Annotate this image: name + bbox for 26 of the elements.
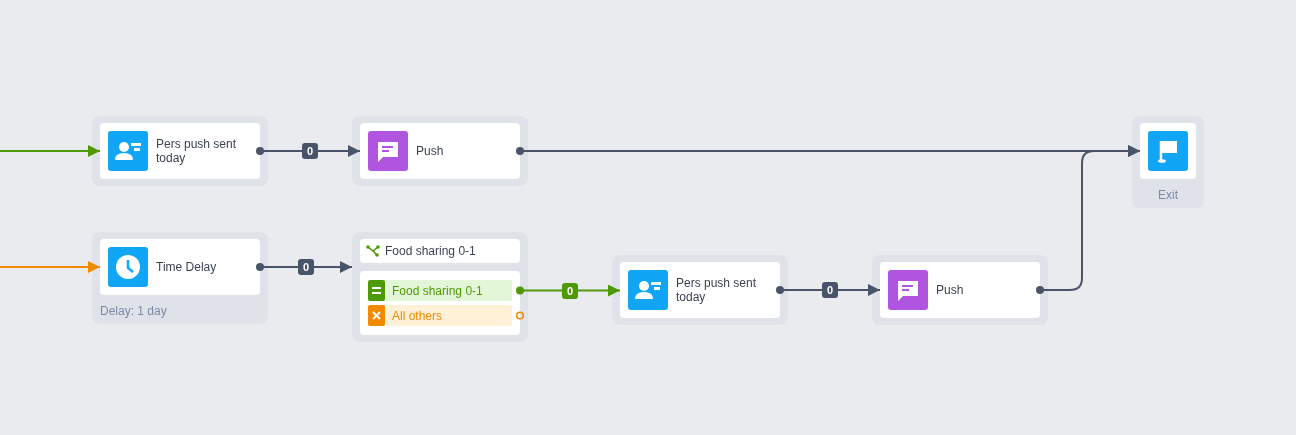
step-node — [100, 123, 260, 179]
node-label: All others — [392, 309, 443, 323]
step-node — [620, 262, 780, 318]
node-label: Time Delay — [156, 260, 218, 274]
step-node — [880, 262, 1040, 318]
node-caption: Exit — [1157, 188, 1179, 202]
node-label: Pers push sent today — [676, 276, 758, 304]
node-label: Food sharing 0-1 — [385, 244, 476, 258]
node-label: Push — [416, 144, 445, 158]
node-label: Food sharing 0-1 — [392, 284, 483, 298]
node-label: Pers push sent today — [156, 137, 238, 165]
branch-row — [368, 280, 512, 301]
step-node — [360, 123, 520, 179]
node-caption: Delay: 1 day — [100, 304, 167, 318]
node-label: Push — [936, 283, 965, 297]
edge-label: 0 — [298, 259, 314, 275]
fallback-row — [368, 305, 512, 326]
arrow — [0, 145, 101, 157]
split-node-card — [352, 232, 528, 342]
step-node — [100, 239, 260, 295]
branch-panel — [360, 271, 520, 335]
step-node — [1140, 123, 1196, 179]
edge-label: 0 — [302, 143, 318, 159]
edge-label: 0 — [822, 282, 838, 298]
arrow — [0, 261, 101, 273]
edge-label: 0 — [562, 282, 578, 299]
